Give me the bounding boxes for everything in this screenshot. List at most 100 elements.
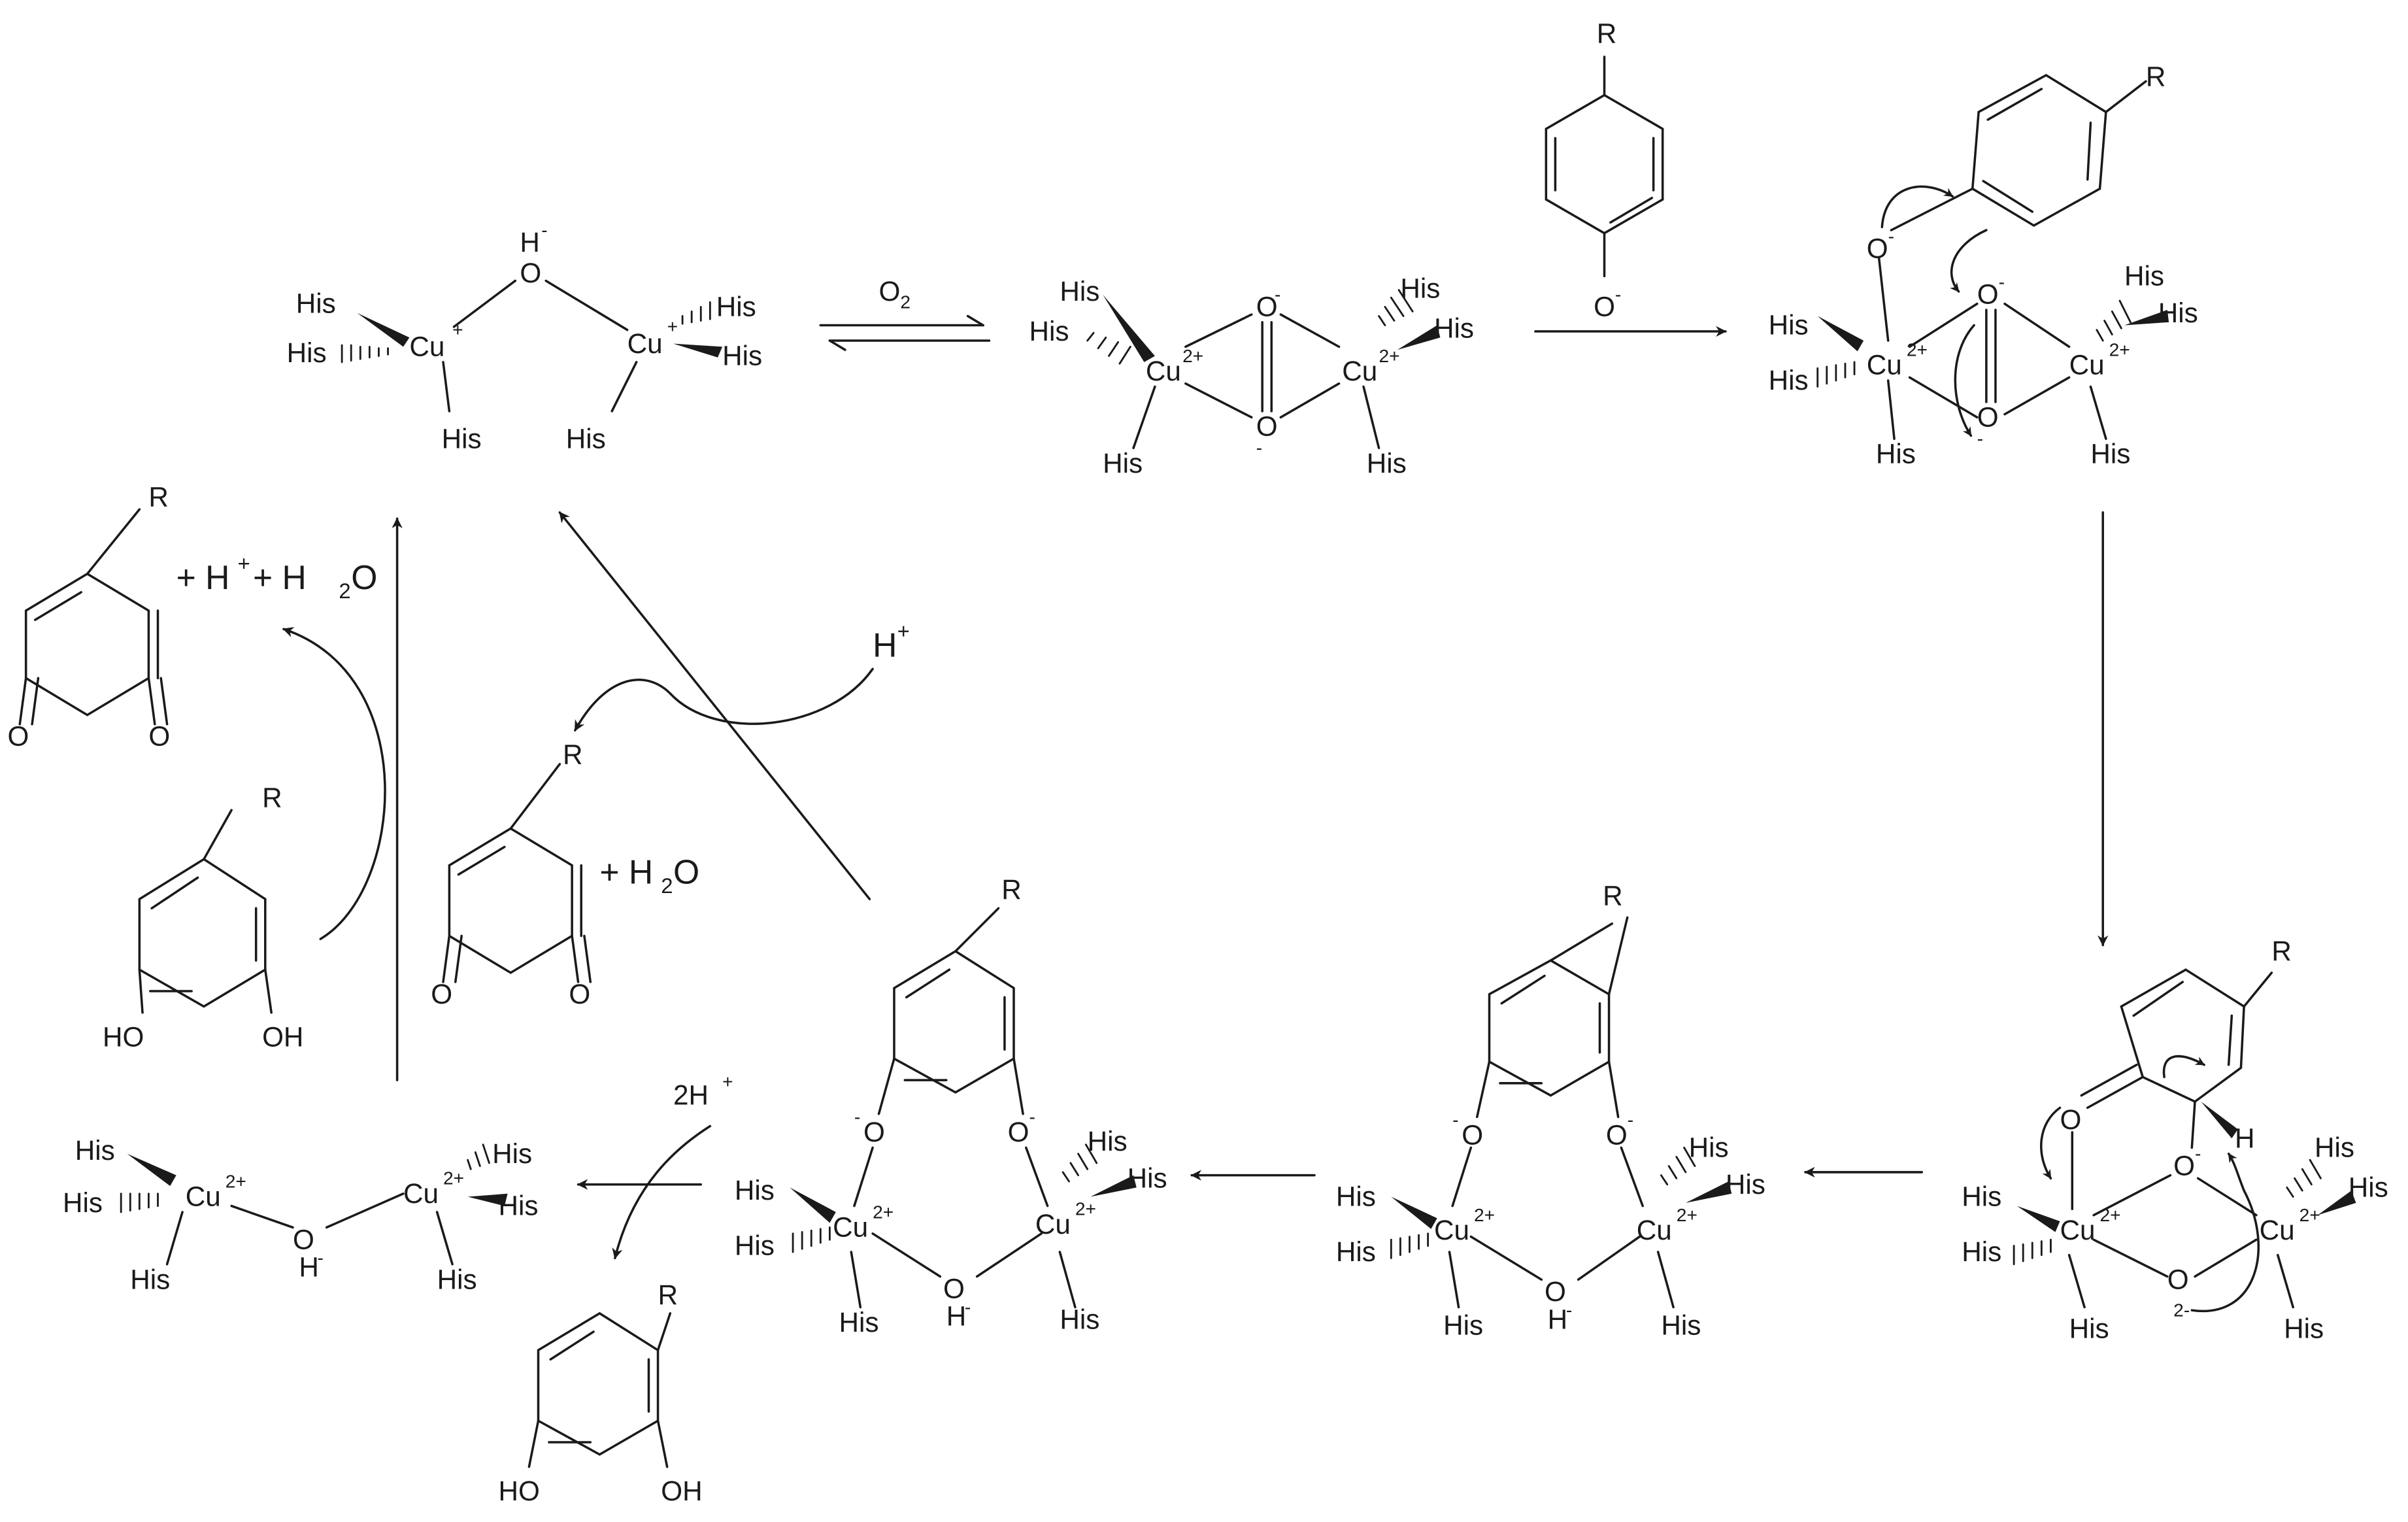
svg-text:His: His <box>1400 273 1440 303</box>
labels-catechol-bottom: R HO OH <box>498 1279 702 1506</box>
svg-text:+: + <box>897 618 910 643</box>
svg-text:His: His <box>2158 297 2198 328</box>
svg-text:R: R <box>1597 18 1617 49</box>
h-label: H <box>520 227 540 258</box>
svg-text:R: R <box>148 481 169 512</box>
svg-text:OH: OH <box>661 1476 702 1506</box>
labels-complex-7: His His Cu 2+ His O H - Cu 2+ His His Hi… <box>63 1135 538 1294</box>
svg-text:R: R <box>1603 881 1623 911</box>
svg-text:His: His <box>492 1138 532 1169</box>
complex-met-cu2 <box>120 1143 508 1266</box>
cu-label: Cu <box>627 328 663 359</box>
svg-text:His: His <box>1661 1310 1701 1341</box>
svg-text:-: - <box>318 1248 324 1268</box>
svg-text:Cu: Cu <box>2260 1215 2295 1245</box>
svg-text:-: - <box>1452 1110 1458 1130</box>
svg-text:R: R <box>2271 936 2292 966</box>
svg-text:+ H: + H <box>176 558 230 596</box>
svg-text:2+: 2+ <box>2109 339 2130 360</box>
svg-text:R: R <box>262 782 282 813</box>
svg-text:R: R <box>563 739 583 770</box>
svg-text:H: H <box>873 626 897 664</box>
svg-text:2H: 2H <box>673 1080 709 1111</box>
svg-text:Cu: Cu <box>2060 1215 2096 1245</box>
svg-text:His: His <box>1726 1169 1765 1200</box>
svg-text:R: R <box>2146 61 2166 92</box>
svg-text:O: O <box>1867 233 1888 263</box>
cu-charge-label: + <box>667 316 678 337</box>
svg-text:O: O <box>1977 279 1999 310</box>
catechol-product-bottom <box>527 1311 672 1468</box>
svg-text:His: His <box>75 1135 115 1166</box>
svg-text:His: His <box>1769 365 1809 396</box>
reaction-arrows <box>282 314 2109 1260</box>
svg-text:His: His <box>1367 448 1407 479</box>
complex-oxy-peroxo <box>1086 289 1441 450</box>
complex-catecholate-b <box>790 907 1137 1309</box>
svg-text:2+: 2+ <box>2299 1205 2320 1225</box>
svg-text:H: H <box>299 1252 319 1283</box>
svg-text:2+: 2+ <box>1474 1205 1495 1225</box>
svg-text:Cu: Cu <box>1637 1215 1672 1245</box>
svg-text:-: - <box>1888 226 1894 246</box>
svg-text:O: O <box>431 979 452 1009</box>
svg-text:His: His <box>1962 1181 2001 1212</box>
svg-text:+ H: + H <box>599 853 653 891</box>
cu-label: Cu <box>409 331 444 362</box>
labels-complex-1: His His Cu + His O H - Cu + His His His <box>287 220 762 454</box>
svg-text:His: His <box>2069 1313 2109 1344</box>
complex-hydroxylation <box>2013 968 2356 1313</box>
o-label: O <box>520 258 541 288</box>
complex-deoxy-cu1 <box>341 279 723 413</box>
svg-text:OH: OH <box>262 1022 303 1053</box>
his-label: His <box>722 341 762 371</box>
svg-text:-: - <box>1029 1107 1035 1127</box>
svg-text:2-: 2- <box>2173 1300 2190 1321</box>
svg-text:+: + <box>722 1072 733 1092</box>
svg-text:Cu: Cu <box>1035 1209 1071 1240</box>
svg-text:His: His <box>1876 439 1916 469</box>
his-label: His <box>287 337 327 368</box>
quinone-product-mid <box>442 762 592 983</box>
labels-complex-5: R O - O - His His Cu 2+ O H - Cu 2+ His … <box>1336 881 1765 1341</box>
svg-text:-: - <box>1615 284 1621 305</box>
svg-text:O: O <box>1606 1120 1628 1151</box>
svg-text:-: - <box>854 1107 860 1127</box>
svg-text:His: His <box>735 1175 775 1206</box>
svg-text:2+: 2+ <box>1907 339 1928 360</box>
svg-text:His: His <box>2315 1132 2354 1162</box>
arrow-catechol-oxidation <box>282 627 386 940</box>
svg-text:H: H <box>946 1301 967 1332</box>
svg-text:His: His <box>2284 1313 2324 1344</box>
svg-text:O: O <box>1256 291 1278 322</box>
svg-text:H: H <box>1548 1304 1568 1334</box>
labels-complex-2: His His Cu 2+ O - O - Cu 2+ His His His … <box>1029 273 1474 479</box>
svg-text:Cu: Cu <box>186 1181 221 1212</box>
svg-text:His: His <box>1088 1126 1128 1157</box>
svg-text:2+: 2+ <box>873 1202 894 1222</box>
svg-text:-: - <box>965 1297 971 1317</box>
svg-text:His: His <box>735 1230 775 1261</box>
his-label: His <box>442 423 482 454</box>
svg-text:His: His <box>1689 1132 1729 1162</box>
svg-text:Cu: Cu <box>1434 1215 1469 1245</box>
svg-text:-: - <box>1275 284 1280 305</box>
svg-text:2+: 2+ <box>1075 1199 1096 1219</box>
svg-text:O: O <box>148 721 170 752</box>
svg-text:His: His <box>1029 316 1069 347</box>
svg-text:-: - <box>1256 438 1262 458</box>
svg-text:His: His <box>839 1307 878 1338</box>
phenolate-substrate <box>1545 56 1664 278</box>
svg-text:2+: 2+ <box>1182 346 1203 366</box>
svg-text:Cu: Cu <box>1867 350 1902 380</box>
svg-text:O: O <box>2060 1104 2082 1135</box>
svg-text:H: H <box>2235 1123 2255 1153</box>
svg-text:O: O <box>943 1273 965 1304</box>
svg-text:R: R <box>1001 874 1022 905</box>
svg-text:Cu: Cu <box>403 1178 439 1209</box>
arrow-two-protons <box>612 1125 712 1260</box>
svg-text:O: O <box>673 853 699 891</box>
labels-quinone-mid: R O O + H 2 O <box>431 739 699 1009</box>
svg-text:Cu: Cu <box>2069 350 2105 380</box>
